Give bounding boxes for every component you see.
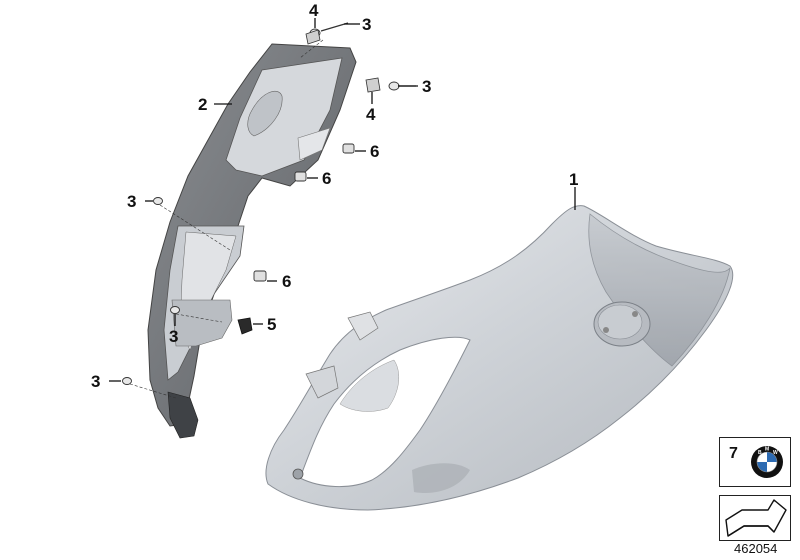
callout-6-a: 6 bbox=[370, 142, 379, 161]
svg-text:W: W bbox=[773, 450, 778, 456]
fasteners bbox=[122, 22, 416, 399]
clip-6-c bbox=[253, 270, 267, 282]
legend-arrow-box bbox=[719, 495, 791, 541]
callout-3-right: 3 bbox=[422, 77, 431, 96]
callout-2: 2 bbox=[198, 95, 207, 114]
callout-6-b: 6 bbox=[322, 169, 331, 188]
callout-5: 5 bbox=[267, 315, 276, 334]
screw-3-left-lower bbox=[122, 377, 132, 385]
screw-3-left-middle bbox=[170, 306, 180, 314]
leader-lines bbox=[109, 18, 576, 382]
callout-3-left-lower: 3 bbox=[91, 372, 100, 391]
rivet-5 bbox=[237, 317, 253, 335]
legend-item-number: 7 bbox=[729, 445, 738, 462]
callout-3-left-middle: 3 bbox=[169, 327, 178, 346]
callouts: 1 2 4 3 3 4 6 6 3 6 5 3 3 bbox=[91, 1, 578, 391]
screw-3-left-upper bbox=[153, 197, 163, 205]
part-2-inner-panel bbox=[147, 43, 357, 439]
callout-6-c: 6 bbox=[282, 272, 291, 291]
svg-text:B: B bbox=[758, 450, 762, 456]
legend-item-7: 7 B M W bbox=[719, 437, 791, 487]
part-1-outer-fairing bbox=[265, 205, 734, 511]
clip-6-a bbox=[342, 143, 355, 154]
clip-6-b bbox=[294, 171, 307, 182]
svg-text:M: M bbox=[765, 447, 769, 453]
arrow-symbol-icon bbox=[725, 499, 787, 537]
nut-4-right bbox=[365, 77, 381, 93]
catalog-number: 462054 bbox=[734, 541, 778, 556]
callout-3-left-upper: 3 bbox=[127, 192, 136, 211]
callout-4-top: 4 bbox=[309, 1, 319, 20]
bmw-roundel-icon: B M W bbox=[751, 446, 783, 478]
callout-3-top: 3 bbox=[362, 15, 371, 34]
callout-4-right: 4 bbox=[366, 105, 376, 124]
callout-1: 1 bbox=[569, 170, 578, 189]
nut-4-top bbox=[305, 29, 321, 45]
